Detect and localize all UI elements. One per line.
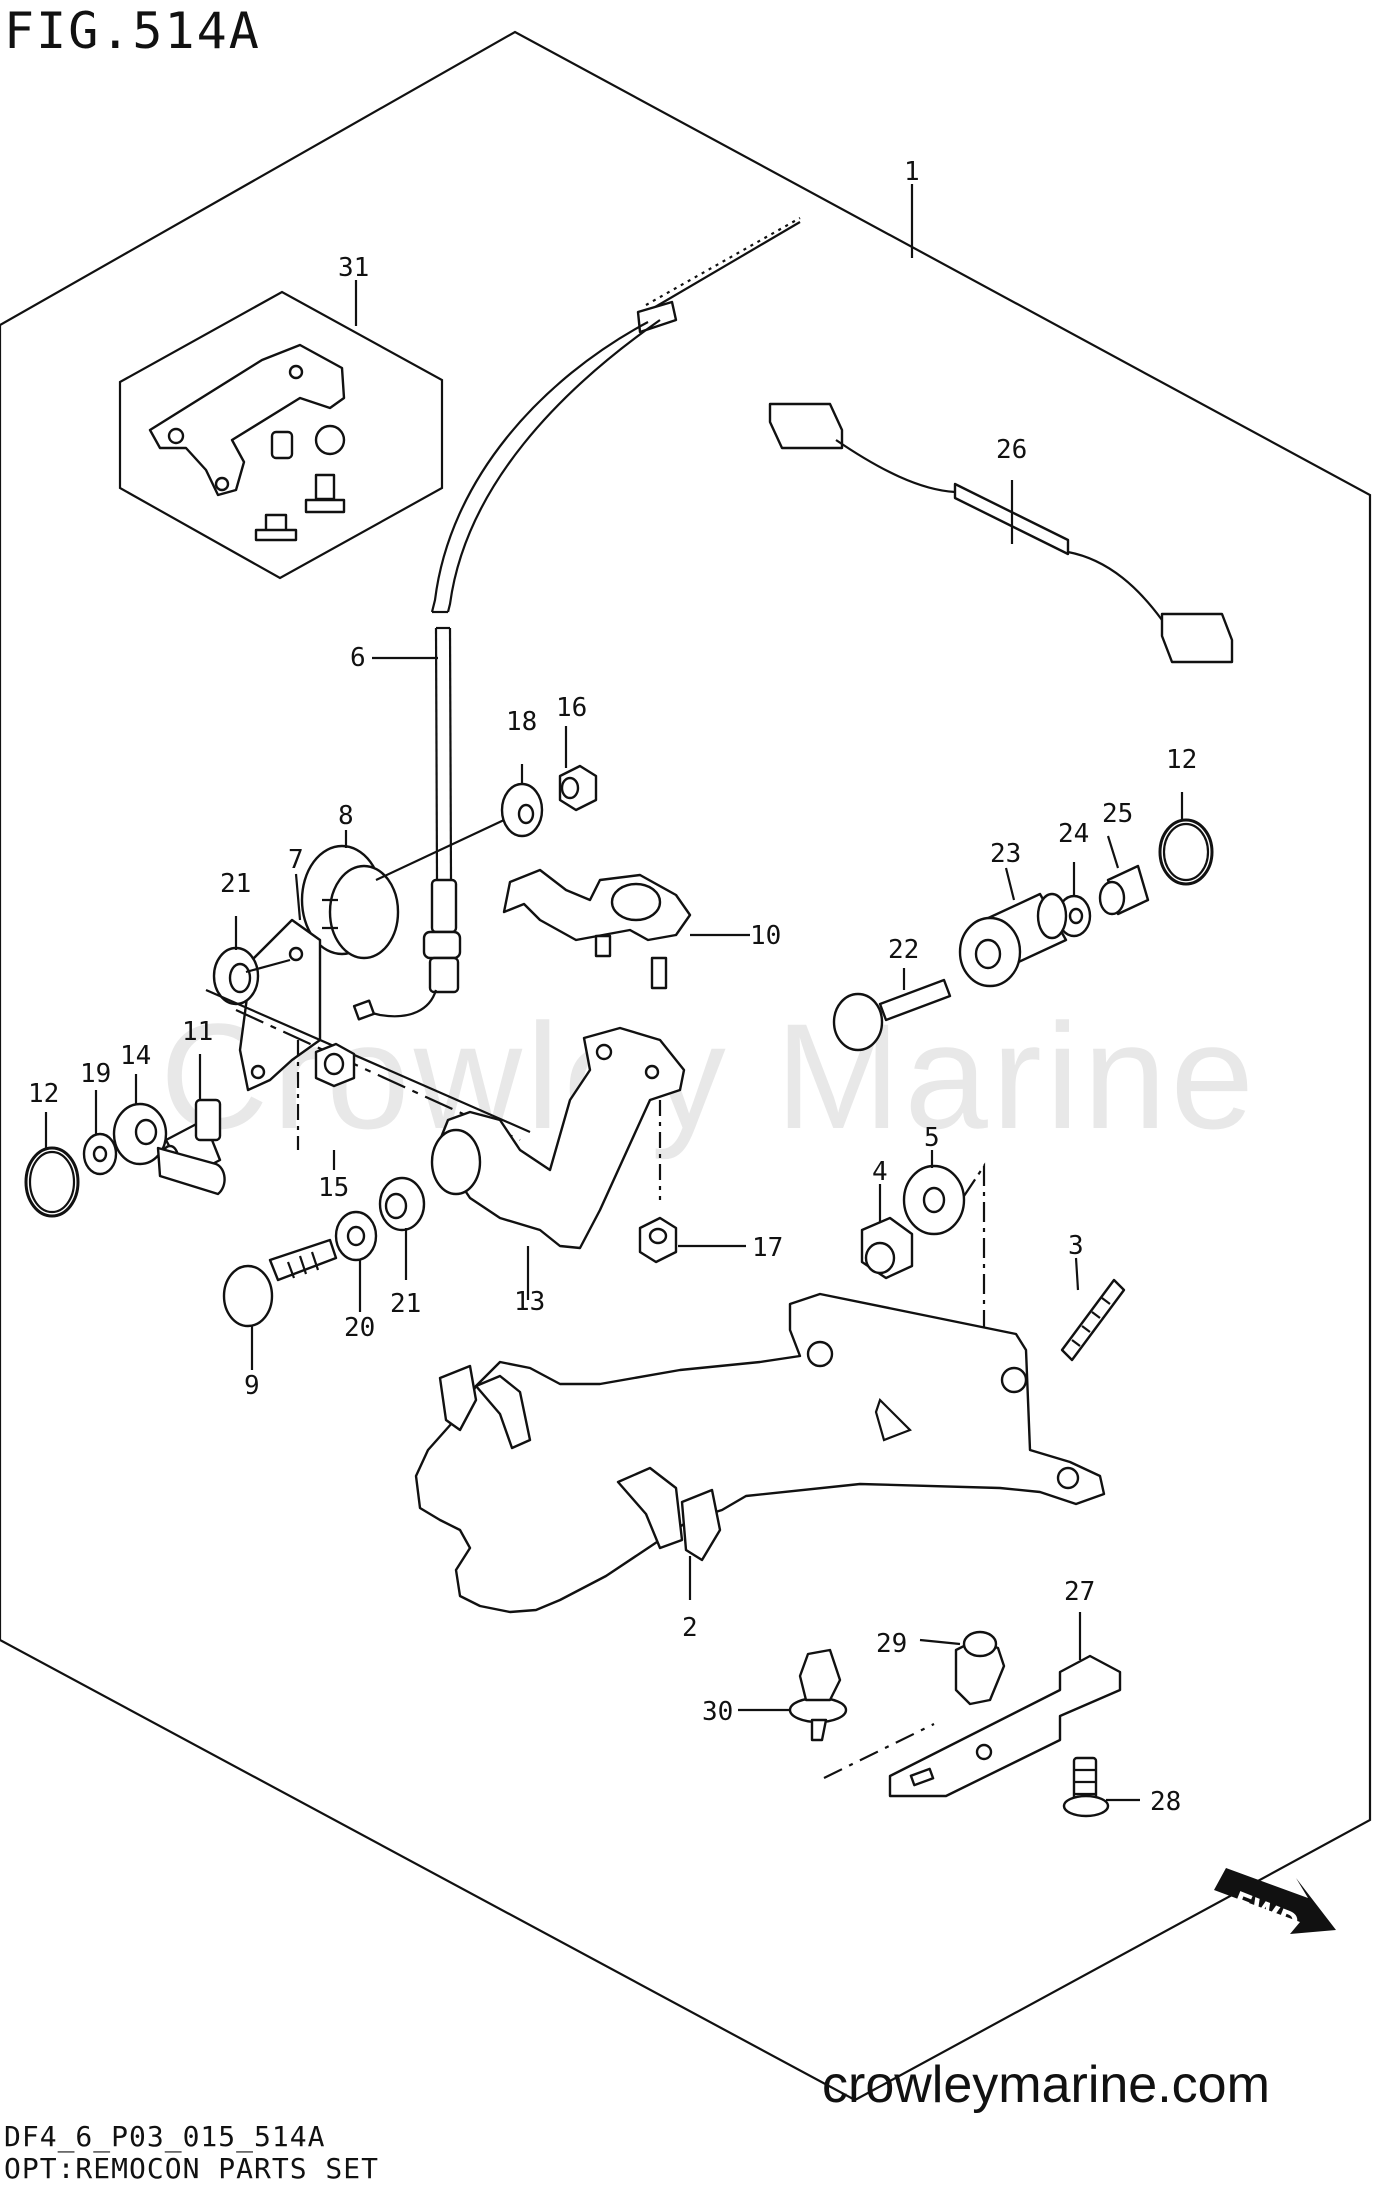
part-27-plate (888, 1654, 1122, 1798)
callout-29: 29 (876, 1629, 907, 1659)
callout-26: 26 (996, 435, 1027, 465)
fwd-arrow: FWD (1214, 1868, 1336, 1940)
callout-9: 9 (244, 1371, 260, 1401)
figure-title: FIG.514A (4, 2, 261, 60)
callout-11: 11 (182, 1017, 213, 1047)
callout-14: 14 (120, 1041, 151, 1071)
outer-frame (0, 30, 1372, 2102)
callout-labels: 1 2 3 4 5 6 7 8 9 10 11 12 12 13 14 15 1… (28, 157, 1197, 1817)
site-url: crowleymarine.com (822, 2056, 1270, 2114)
callout-4: 4 (872, 1157, 888, 1187)
callout-8: 8 (338, 801, 354, 831)
part-2-main-bracket (414, 1292, 1106, 1614)
part-28-bolt (1062, 1756, 1110, 1818)
part-17-nut (638, 1216, 678, 1264)
part-7-plate (238, 918, 322, 1092)
callout-30: 30 (702, 1697, 733, 1727)
callout-24: 24 (1058, 819, 1089, 849)
callout-6: 6 (350, 643, 366, 673)
part-23-collar (958, 892, 1068, 988)
part-6-cable (352, 217, 801, 1021)
part-29-clip (954, 1630, 1006, 1706)
callout-27: 27 (1064, 1577, 1095, 1607)
part-8-grommet (300, 844, 400, 960)
part-16-nut (558, 764, 598, 812)
callout-19: 19 (80, 1059, 111, 1089)
inset-frame-31 (118, 290, 444, 580)
callout-17: 17 (752, 1233, 783, 1263)
callout-7: 7 (288, 845, 304, 875)
part-22-pin (832, 978, 952, 1052)
part-14-arm (112, 1102, 226, 1196)
callout-31: 31 (338, 253, 369, 283)
part-15-nut (314, 1042, 356, 1088)
figure-description: OPT:REMOCON PARTS SET (4, 2152, 380, 2185)
part-25-sleeve (1098, 864, 1150, 916)
callout-23: 23 (990, 839, 1021, 869)
leader-lines (44, 184, 1184, 1802)
callout-21a: 21 (220, 869, 251, 899)
part-4-nut (860, 1216, 914, 1280)
callout-25: 25 (1102, 799, 1133, 829)
callout-12b: 12 (28, 1079, 59, 1109)
callout-22: 22 (888, 935, 919, 965)
callout-2: 2 (682, 1613, 698, 1643)
part-3-stud (1060, 1278, 1126, 1362)
callout-5: 5 (924, 1123, 940, 1153)
callout-16: 16 (556, 693, 587, 723)
callout-15: 15 (318, 1173, 349, 1203)
part-31-bracket (148, 343, 346, 542)
callout-18: 18 (506, 707, 537, 737)
callout-13: 13 (514, 1287, 545, 1317)
callout-28: 28 (1150, 1787, 1181, 1817)
callout-10: 10 (750, 921, 781, 951)
callout-20: 20 (344, 1313, 375, 1343)
part-13-bracket (430, 1026, 686, 1250)
callout-12a: 12 (1166, 745, 1197, 775)
part-10-bracket (502, 868, 692, 990)
callout-1: 1 (904, 157, 920, 187)
part-12-ring-left (24, 1146, 80, 1218)
callout-3: 3 (1068, 1231, 1084, 1261)
part-30-clip (788, 1648, 848, 1742)
part-9-bolt (222, 1238, 338, 1328)
part-12-ring-right (1158, 818, 1214, 886)
figure-code: DF4_6_P03_015_514A (4, 2120, 326, 2153)
callout-21b: 21 (390, 1289, 421, 1319)
